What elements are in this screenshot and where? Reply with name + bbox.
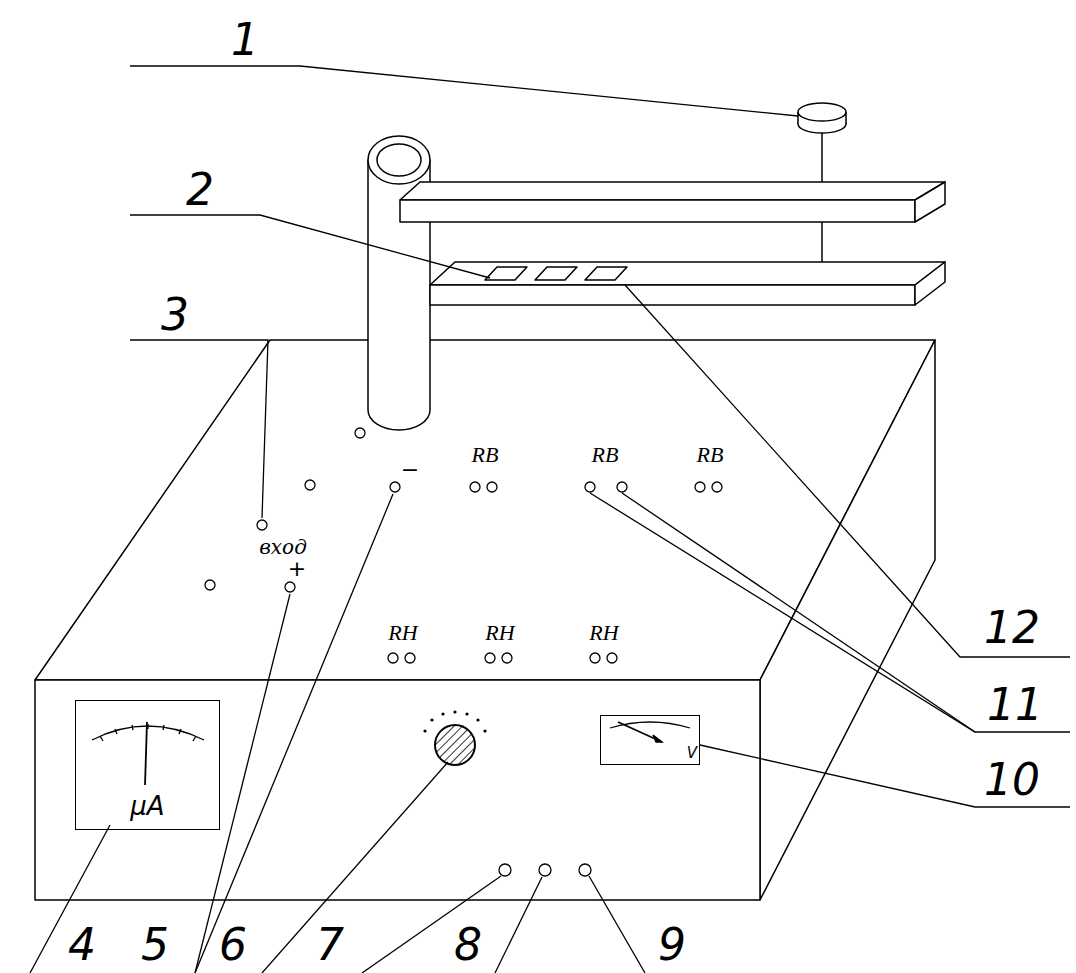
resistor-label: RВ bbox=[471, 444, 500, 466]
knob bbox=[435, 725, 475, 765]
resistor-label: RН bbox=[387, 622, 418, 644]
jack bbox=[579, 864, 591, 876]
callout-number: 10 bbox=[983, 758, 1041, 802]
screw-rod bbox=[821, 128, 823, 182]
input-label: вход bbox=[258, 537, 308, 557]
terminal bbox=[390, 482, 400, 492]
voltmeter-box: V bbox=[600, 715, 700, 765]
resistor-label: RН bbox=[588, 622, 619, 644]
terminal bbox=[355, 428, 365, 438]
callout-number: 9 bbox=[657, 923, 687, 967]
resistor-label: RВ bbox=[696, 444, 725, 466]
sample bbox=[585, 267, 627, 280]
terminal bbox=[257, 520, 267, 530]
resistor-label: RВ bbox=[591, 444, 620, 466]
voltmeter-scale bbox=[610, 722, 690, 728]
callout-number: 7 bbox=[315, 923, 345, 967]
jack bbox=[539, 864, 551, 876]
leader-lines bbox=[30, 66, 1070, 973]
voltmeter-needle bbox=[618, 722, 662, 742]
terminal bbox=[285, 582, 295, 592]
lower-plate bbox=[430, 262, 945, 285]
terminal-sign: + bbox=[287, 558, 307, 580]
terminal-sign: − bbox=[400, 459, 420, 481]
callout-number: 1 bbox=[230, 18, 260, 62]
callout-number: 5 bbox=[140, 923, 170, 967]
meter-unit: μA bbox=[128, 792, 166, 821]
column-top bbox=[368, 136, 430, 184]
terminal bbox=[305, 480, 315, 490]
terminal bbox=[205, 580, 215, 590]
meter-unit: V bbox=[685, 745, 699, 762]
jack bbox=[499, 864, 511, 876]
callout-number: 12 bbox=[983, 606, 1041, 650]
sample bbox=[485, 267, 527, 280]
meter-needle bbox=[145, 722, 147, 785]
upper-plate bbox=[400, 182, 945, 200]
callout-number: 6 bbox=[218, 923, 248, 967]
housing-front bbox=[35, 680, 760, 900]
resistor-label: RН bbox=[484, 622, 515, 644]
housing-side bbox=[760, 340, 935, 900]
microammeter-box: μA bbox=[75, 700, 220, 830]
callout-number: 4 bbox=[67, 923, 97, 967]
callout-number: 2 bbox=[185, 168, 215, 212]
callout-number: 3 bbox=[160, 293, 190, 337]
callout-number: 8 bbox=[453, 923, 483, 967]
sample bbox=[535, 267, 577, 280]
callout-number: 11 bbox=[986, 683, 1044, 727]
knob-scale bbox=[423, 710, 486, 732]
